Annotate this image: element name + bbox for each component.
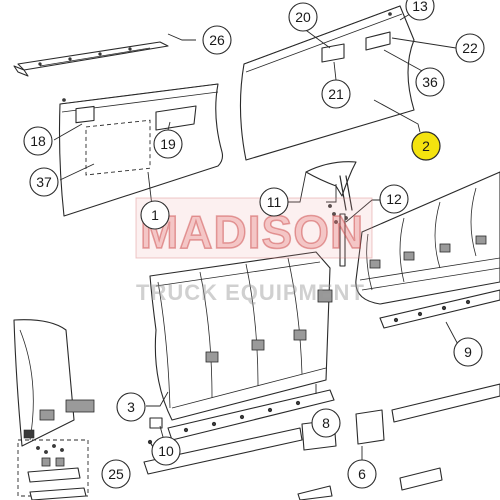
part-26-edge-strip xyxy=(13,41,169,77)
callout-18[interactable]: 18 xyxy=(23,126,53,156)
callout-1[interactable]: 1 xyxy=(140,200,170,230)
callout-36[interactable]: 36 xyxy=(415,67,445,97)
callout-9[interactable]: 9 xyxy=(453,337,483,367)
callout-12[interactable]: 12 xyxy=(379,184,409,214)
callout-19[interactable]: 19 xyxy=(153,129,183,159)
callout-12-label: 12 xyxy=(386,191,402,207)
part-11-bracket xyxy=(305,161,357,224)
callout-36-label: 36 xyxy=(422,74,438,90)
callout-25[interactable]: 25 xyxy=(101,459,131,489)
callout-26-label: 26 xyxy=(209,32,225,48)
callout-37[interactable]: 37 xyxy=(29,167,59,197)
watermark-brand: MADISON xyxy=(140,206,364,258)
callout-8[interactable]: 8 xyxy=(311,408,341,438)
callout-37-label: 37 xyxy=(36,174,52,190)
right-blade-section xyxy=(355,171,500,305)
left-wing-section xyxy=(13,319,95,447)
callout-18-label: 18 xyxy=(30,133,46,149)
center-blade xyxy=(149,251,333,421)
watermark-tagline: TRUCK EQUIPMENT xyxy=(136,280,365,305)
callout-25-label: 25 xyxy=(108,466,124,482)
callout-9-label: 9 xyxy=(464,344,472,360)
callout-20-label: 20 xyxy=(295,9,311,25)
callout-1-label: 1 xyxy=(151,207,159,223)
callout-13-label: 13 xyxy=(412,0,428,14)
callout-22-label: 22 xyxy=(462,40,478,56)
part-8-cutting-edge xyxy=(167,389,335,441)
callout-3[interactable]: 3 xyxy=(116,392,146,422)
part-12-pin xyxy=(339,213,346,267)
leader-lines xyxy=(53,13,463,470)
callout-11[interactable]: 11 xyxy=(259,187,289,217)
callout-2[interactable]: 2 xyxy=(411,131,441,161)
part-6-end-shoes xyxy=(143,383,500,500)
part-1-moldboard-panel xyxy=(58,83,224,217)
callout-8-label: 8 xyxy=(322,415,330,431)
callout-2-label: 2 xyxy=(422,138,430,154)
callout-21[interactable]: 21 xyxy=(321,79,351,109)
watermark: MADISON TRUCK EQUIPMENT xyxy=(135,197,373,305)
callout-10[interactable]: 10 xyxy=(151,436,181,466)
part-25-hardware-kit xyxy=(17,439,89,500)
callout-22[interactable]: 22 xyxy=(455,33,485,63)
callout-3-label: 3 xyxy=(127,399,135,415)
callout-13[interactable]: 13 xyxy=(405,0,435,21)
callout-21-label: 21 xyxy=(328,86,344,102)
callout-19-label: 19 xyxy=(160,136,176,152)
callout-11-label: 11 xyxy=(267,194,282,210)
part-9-cutting-edge xyxy=(379,289,500,329)
callout-6-label: 6 xyxy=(358,466,366,482)
callout-10-label: 10 xyxy=(158,443,174,459)
callout-26[interactable]: 26 xyxy=(202,25,232,55)
callout-20[interactable]: 20 xyxy=(288,2,318,32)
callout-6[interactable]: 6 xyxy=(347,459,377,489)
